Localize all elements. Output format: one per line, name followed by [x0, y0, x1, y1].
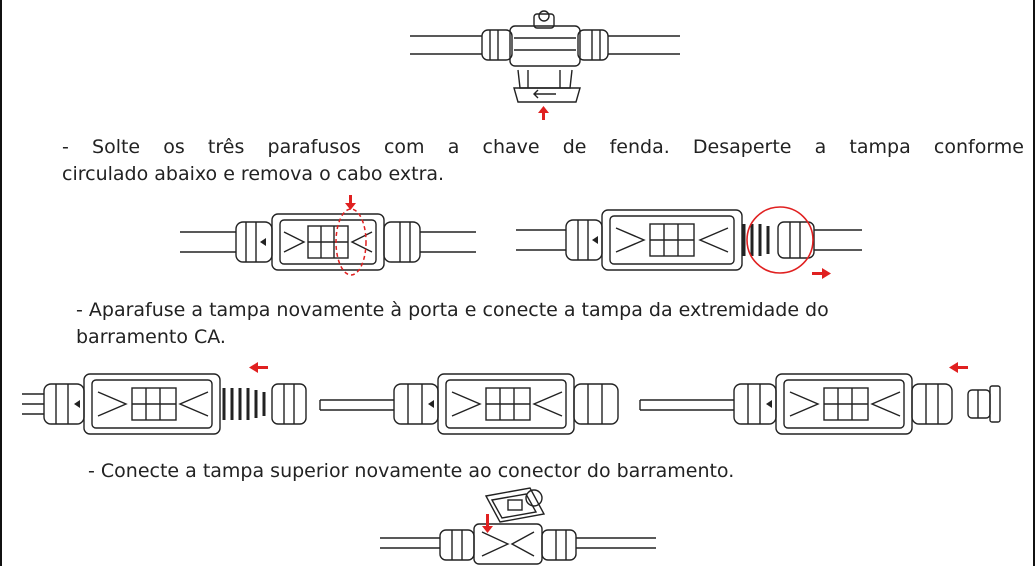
figure-connector-cap-screw-in [22, 362, 307, 435]
instruction-screw-cap-line1: - Aparafuse a tampa novamente à porta e … [76, 299, 829, 321]
page-frame-right [1033, 0, 1035, 566]
instruction-screw-cap-line2: barramento CA. [76, 326, 226, 348]
figure-connector-cap-removed [410, 10, 680, 120]
figure-connector-end-cap-attach [639, 362, 1001, 435]
figure-connector-top-cover [380, 487, 656, 565]
instruction-reconnect-top-cover: - Conecte a tampa superior novamente ao … [88, 460, 735, 482]
instruction-screw-cap: - Aparafuse a tampa novamente à porta e … [76, 297, 976, 351]
instruction-remove-screws: - Solte os três parafusos com a chave de… [62, 134, 1024, 188]
figure-connector-assembled [319, 373, 619, 435]
figure-connector-end-cap-circled [516, 206, 862, 279]
page-frame-left [0, 0, 2, 566]
instruction-remove-screws-line2: circulado abaixo e remova o cabo extra. [62, 163, 445, 185]
instruction-remove-screws-line1: - Solte os três parafusos com a chave de… [62, 136, 1024, 158]
figure-connector-screws-circled [180, 195, 476, 276]
